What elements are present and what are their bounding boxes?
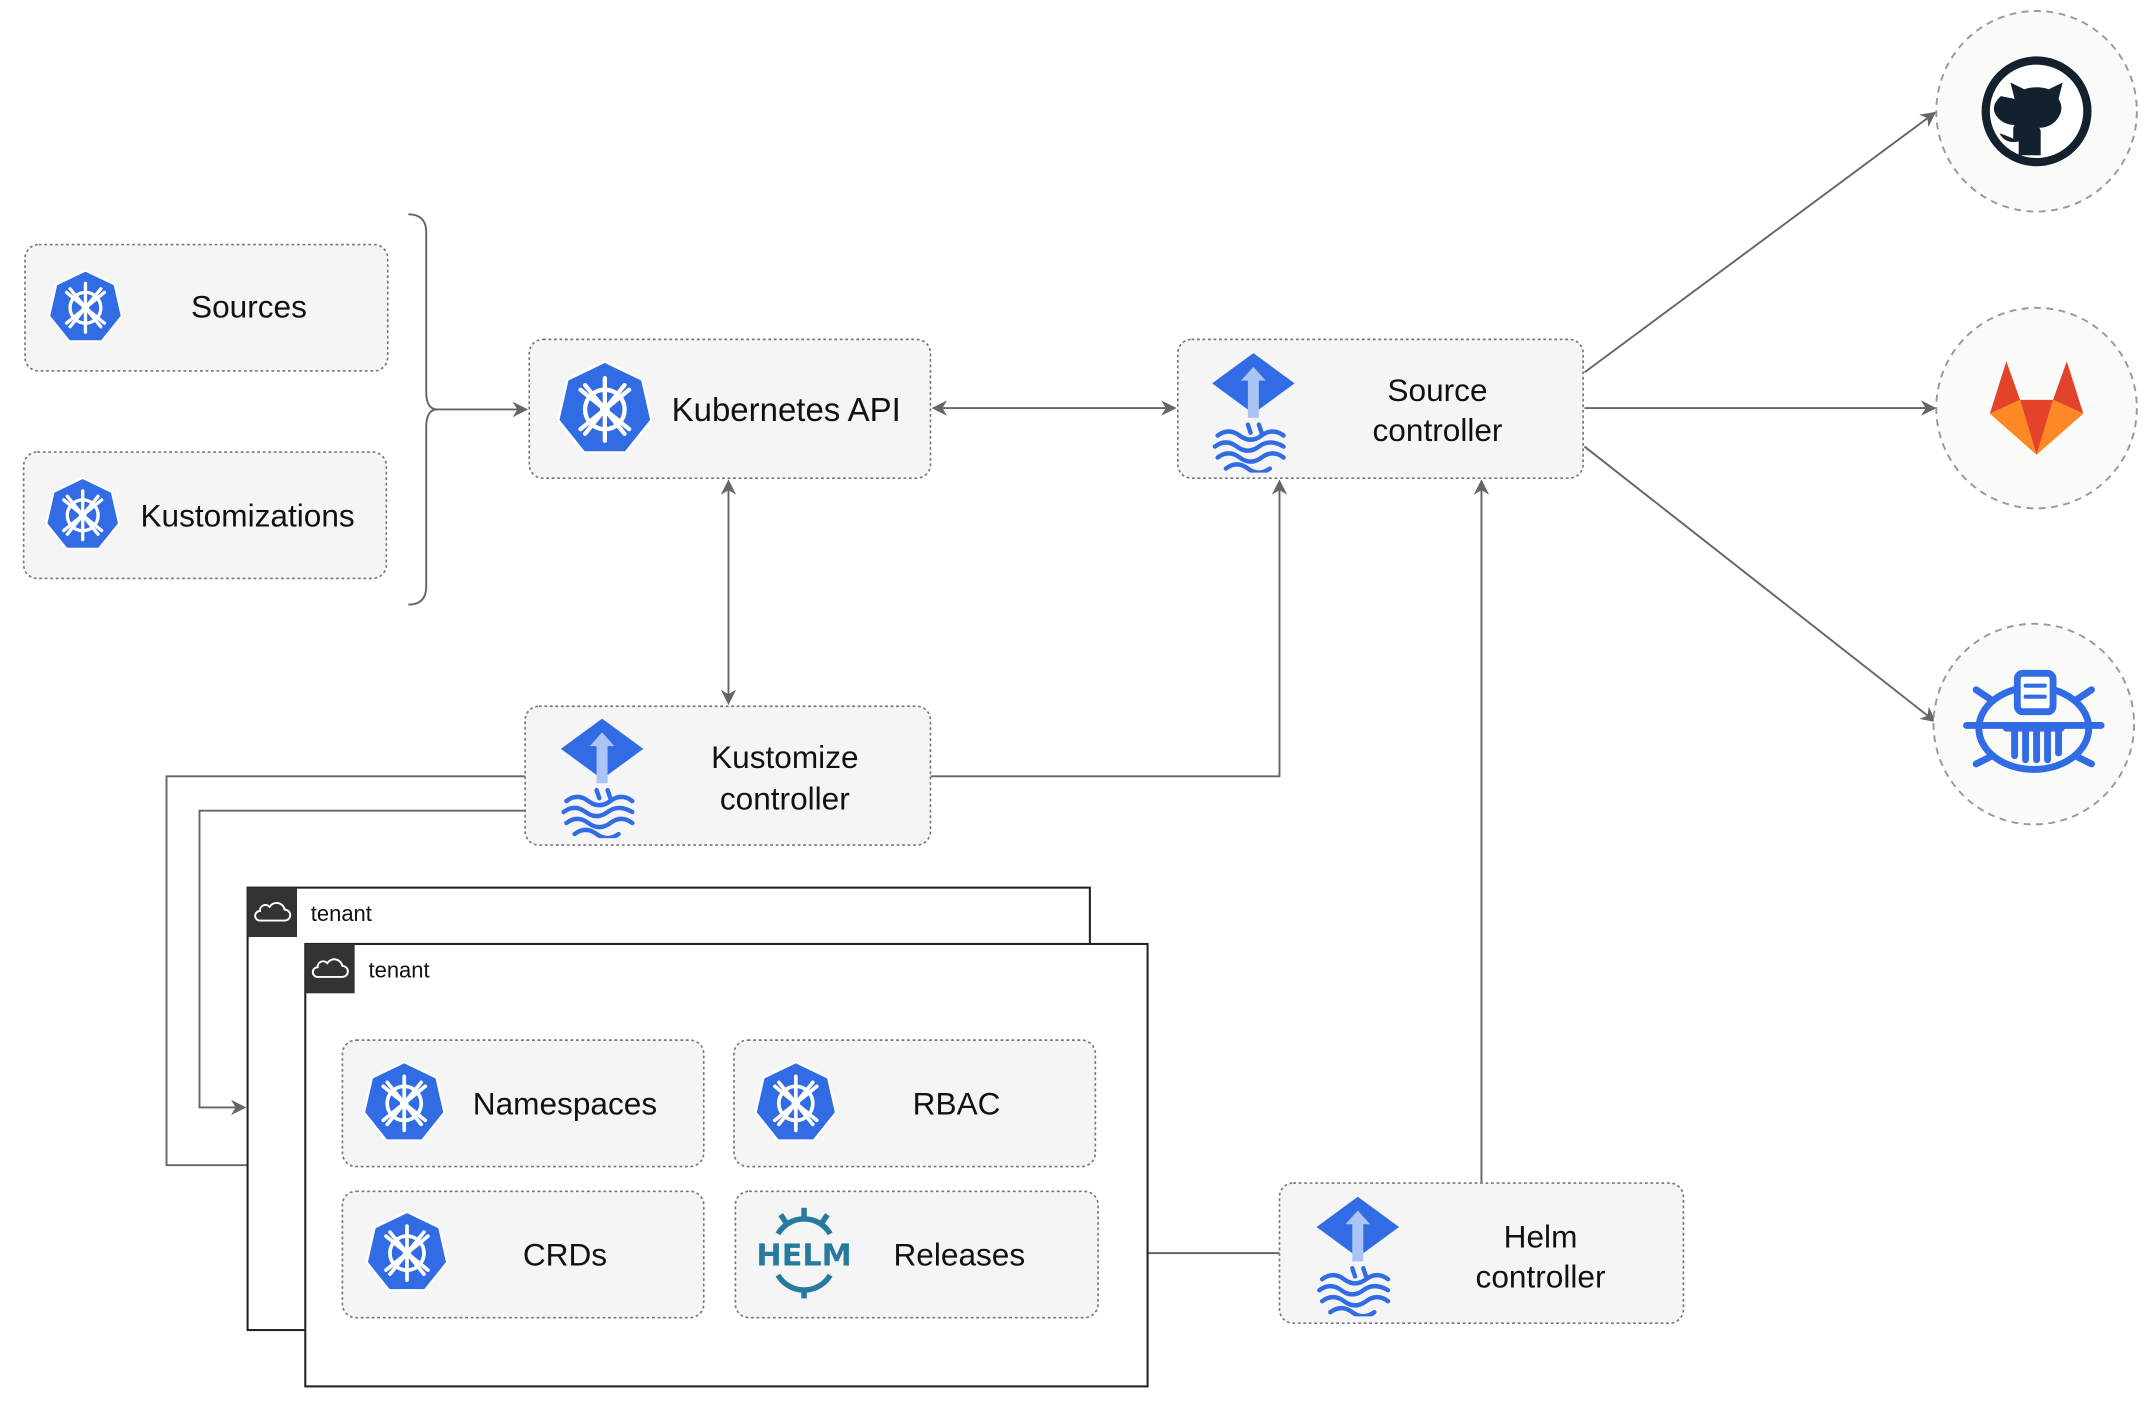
gitlab-icon (1989, 361, 2084, 455)
helm-controller-label-line2: controller (1476, 1258, 1606, 1294)
rbac-label: RBAC (913, 1085, 1001, 1121)
edge-source-to-bucket (1583, 445, 1937, 723)
github-icon (1981, 56, 2092, 167)
tenant-label: tenant (369, 958, 430, 983)
source-controller-label-line2: controller (1373, 412, 1503, 448)
helm-icon: HELM (756, 1207, 852, 1299)
kubernetes-api-label: Kubernetes API (672, 391, 901, 428)
gitlab-node[interactable] (1935, 306, 2138, 510)
sources-label: Sources (191, 288, 307, 324)
source-controller-label-line1: Source (1387, 372, 1487, 408)
kustomize-controller-label-line2: controller (720, 780, 850, 816)
rbac-node[interactable]: RBAC (733, 1039, 1097, 1168)
helm-controller-node[interactable]: Helm controller (1278, 1182, 1685, 1325)
bucket-icon (1963, 669, 2105, 773)
bucket-node[interactable] (1932, 622, 2136, 826)
tenant-label: tenant (311, 901, 372, 926)
edge-source-to-github (1583, 111, 1937, 374)
sources-node[interactable]: Sources (24, 243, 389, 372)
edge-kustomize-to-source (930, 479, 1288, 778)
edge-kustomize-to-tenant-front (165, 775, 526, 1173)
kustomizations-label: Kustomizations (140, 497, 354, 533)
kustomizations-node[interactable]: Kustomizations (22, 451, 388, 580)
crds-label: CRDs (523, 1236, 607, 1272)
crds-node[interactable]: CRDs (341, 1190, 705, 1319)
helm-controller-label-line1: Helm (1504, 1219, 1578, 1255)
grouping-bracket (408, 213, 438, 606)
helm-logo-text: HELM (756, 1238, 851, 1273)
cloud-icon (247, 887, 298, 938)
kustomize-controller-node[interactable]: Kustomize controller (524, 705, 932, 846)
tenant-group-front[interactable]: tenant Namespaces RBAC CRDs HELM (304, 942, 1149, 1388)
releases-node[interactable]: HELM Releases (734, 1190, 1099, 1319)
cloud-icon (305, 943, 355, 994)
releases-label: Releases (893, 1236, 1025, 1272)
edge-kustomize-to-tenant-back (198, 809, 526, 1116)
namespaces-label: Namespaces (473, 1085, 657, 1121)
namespaces-node[interactable]: Namespaces (341, 1039, 705, 1168)
kubernetes-api-node[interactable]: Kubernetes API (528, 338, 932, 479)
kustomize-controller-label-line1: Kustomize (711, 739, 858, 775)
source-controller-node[interactable]: Source controller (1176, 338, 1584, 479)
github-node[interactable] (1935, 10, 2138, 213)
